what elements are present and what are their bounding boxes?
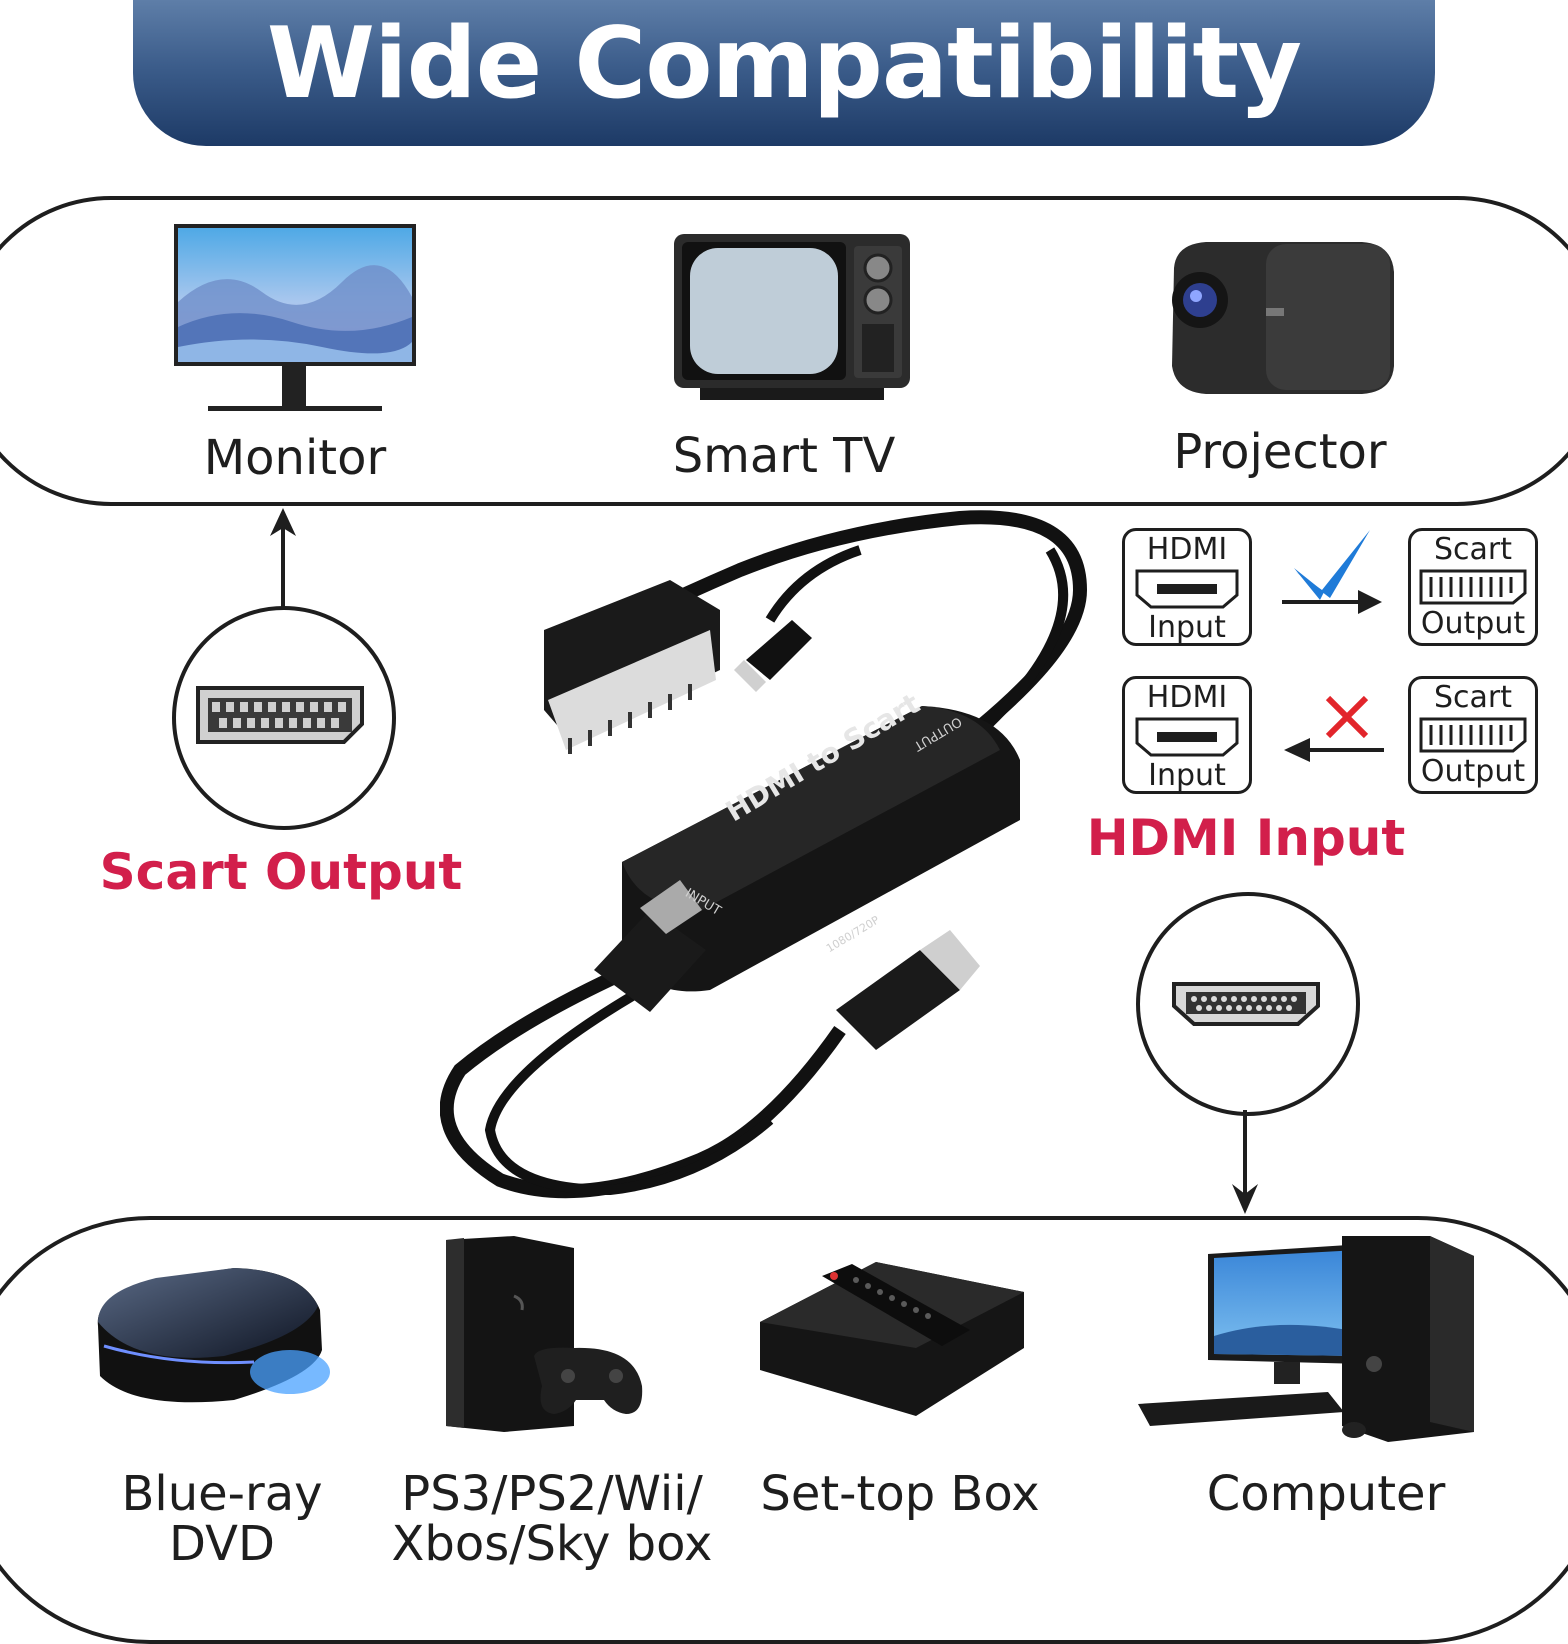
hdmi-input-label: HDMI Input <box>1086 809 1406 867</box>
hdmi-to-scart-adapter <box>440 510 1100 1210</box>
hdmi-port-icon <box>1135 569 1239 609</box>
monitor-icon <box>172 222 418 414</box>
page-title: Wide Compatibility <box>266 7 1302 121</box>
bluray-label-line2: DVD <box>169 1516 275 1572</box>
console-label-line2: Xbos/Sky box <box>391 1516 713 1572</box>
console-label-line1: PS3/PS2/Wii/ <box>401 1466 703 1522</box>
projector-label: Projector <box>1173 424 1387 480</box>
up-arrow-icon <box>268 506 298 612</box>
scart-small-port-icon <box>1419 569 1527 605</box>
scart-output-label: Scart Output <box>99 843 463 901</box>
smart-tv-label: Smart TV <box>672 428 896 484</box>
tv-icon <box>672 232 912 404</box>
compat-right-bottom: Output <box>1420 606 1526 641</box>
cross-icon <box>1280 694 1390 770</box>
compat-right-top: Scart <box>1433 532 1513 567</box>
computer-label: Computer <box>1206 1466 1446 1522</box>
compat-left-top: HDMI <box>1146 532 1228 567</box>
checkmark-icon <box>1280 526 1390 618</box>
compat-hdmi-input-box-2: HDMI Input <box>1122 676 1252 794</box>
scart-port-icon <box>194 684 366 746</box>
hdmi-port-large-icon <box>1170 980 1322 1028</box>
monitor-label: Monitor <box>203 430 387 486</box>
compat-left-top-2: HDMI <box>1146 680 1228 715</box>
bluray-player-icon <box>94 1266 334 1410</box>
computer-icon <box>1138 1236 1478 1442</box>
compat-right-bottom-2: Output <box>1420 754 1526 789</box>
down-arrow-icon <box>1230 1108 1260 1216</box>
title-banner <box>133 0 1435 146</box>
bluray-label-line1: Blue-ray <box>121 1466 323 1522</box>
compat-scart-output-box: Scart Output <box>1408 528 1538 646</box>
compat-scart-output-box-2: Scart Output <box>1408 676 1538 794</box>
compat-right-top-2: Scart <box>1433 680 1513 715</box>
scart-small-port-icon-2 <box>1419 717 1527 753</box>
set-top-box-label: Set-top Box <box>760 1466 1040 1522</box>
compat-hdmi-input-box: HDMI Input <box>1122 528 1252 646</box>
game-console-icon <box>444 1236 648 1432</box>
hdmi-port-icon-2 <box>1135 717 1239 757</box>
compat-left-bottom: Input <box>1148 610 1226 645</box>
projector-icon <box>1166 238 1398 398</box>
compat-left-bottom-2: Input <box>1148 758 1226 793</box>
set-top-box-icon <box>756 1252 1028 1420</box>
